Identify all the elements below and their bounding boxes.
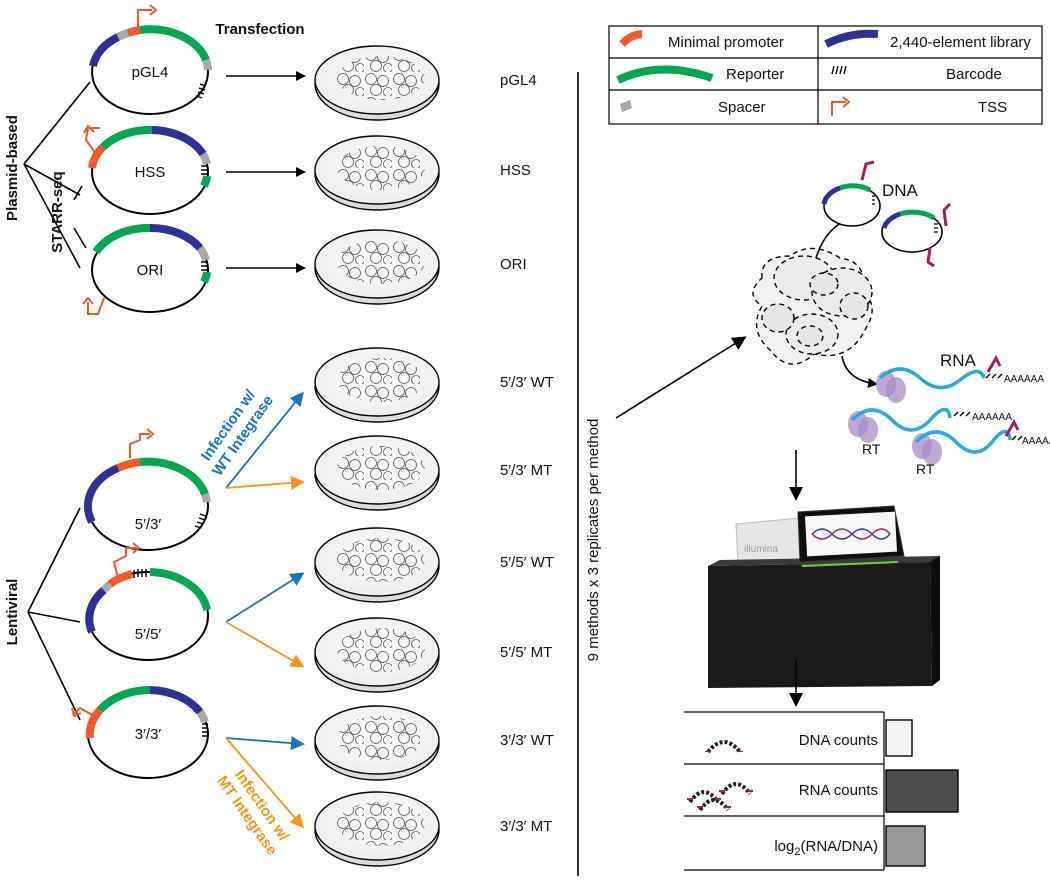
- sequencer-brand: illumina: [744, 544, 778, 555]
- mt-infection-arrow: [225, 737, 304, 829]
- rt-label: RT: [916, 461, 935, 477]
- dish-label: 5′/3′ MT: [500, 462, 552, 479]
- culture-dish: [314, 617, 440, 693]
- sequencer: illumina: [708, 505, 940, 688]
- barcode-swatch: [831, 65, 847, 75]
- rna-count-bar: [885, 769, 959, 813]
- mt-integrase-label: Infection w/ MT Integrase: [213, 767, 292, 859]
- plasmid-based-label: Plasmid-based: [4, 115, 21, 221]
- construct-label: 5′/5′: [135, 626, 162, 643]
- culture-dish: [314, 347, 440, 423]
- construct-ori: ORI: [82, 223, 211, 315]
- reporter-swatch: [616, 65, 714, 84]
- lentiviral-group-bracket: [27, 507, 81, 721]
- rna-transcripts: RNA AAAAAA AAAAAA RT AAAAAA RT: [848, 351, 1050, 477]
- construct-pgl4: pGL4: [89, 4, 212, 115]
- mt-infection-arrow: [225, 621, 305, 668]
- dna-count-bar: [885, 719, 913, 757]
- legend: Minimal promoter 2,440-element library R…: [608, 25, 1043, 125]
- culture-dish: [314, 527, 440, 603]
- culture-dish: [314, 229, 440, 305]
- counts-panel: DNA counts RNA counts log2(RNA/DNA): [684, 711, 959, 871]
- cell-cluster: [752, 247, 873, 365]
- construct-label: ORI: [137, 262, 164, 279]
- wt-integrase-label: Infection w/ WT Integrase: [198, 386, 277, 479]
- rna-label: RNA: [940, 351, 977, 370]
- transfection-label: Transfection: [215, 21, 304, 38]
- dna-plasmids: DNA: [821, 160, 952, 268]
- culture-dish: [314, 705, 440, 781]
- mt-infection-arrow: [225, 475, 305, 490]
- legend-spacer: Spacer: [718, 99, 766, 116]
- culture-dish: [314, 135, 440, 211]
- construct-label: 5′/3′: [135, 516, 162, 533]
- ratio-label: log2(RNA/DNA): [774, 838, 878, 858]
- wt-infection-arrow: [225, 391, 304, 489]
- spacer-swatch: [620, 100, 632, 112]
- culture-dish: [314, 45, 440, 121]
- dish-label: 5′/5′ MT: [500, 644, 552, 661]
- legend-tss: TSS: [978, 99, 1007, 116]
- ratio-bar: [885, 825, 926, 867]
- svg-text:AAAAAA: AAAAAA: [972, 412, 1012, 423]
- plasmid-group-bracket: [23, 81, 91, 269]
- promoter-swatch: [619, 30, 643, 47]
- construct-label: 3′/3′: [135, 726, 162, 743]
- culture-dish: [314, 791, 440, 867]
- construct-label: pGL4: [132, 64, 169, 81]
- svg-text:AAAAAA: AAAAAA: [1022, 436, 1050, 447]
- replicates-label: 9 methods x 3 replicates per method: [585, 419, 602, 662]
- dish-label: 5′/5′ WT: [500, 554, 554, 571]
- wt-infection-arrow: [225, 572, 305, 623]
- dish-label: 3′/3′ MT: [500, 818, 552, 835]
- rna-counts-label: RNA counts: [799, 782, 878, 799]
- to-rna-arrow: [841, 355, 878, 388]
- legend-reporter: Reporter: [726, 66, 784, 83]
- legend-barcode: Barcode: [946, 66, 1002, 83]
- tss-swatch: [831, 101, 846, 116]
- wt-infection-arrow: [225, 736, 305, 751]
- lentiviral-label: Lentiviral: [4, 579, 21, 646]
- construct-5-3: 5′/3′: [83, 428, 211, 551]
- dish-label: ORI: [500, 256, 527, 273]
- dna-label: DNA: [882, 181, 919, 200]
- svg-text:AAAAAA: AAAAAA: [1004, 374, 1044, 385]
- rt-label: RT: [862, 441, 881, 457]
- dish-label: 3′/3′ WT: [500, 732, 554, 749]
- construct-5-5: 5′/5′: [85, 542, 211, 661]
- starr-seq-label: STARR-seq: [49, 171, 66, 252]
- dish-label: 5′/3′ WT: [500, 374, 554, 391]
- dna-counts-label: DNA counts: [799, 732, 878, 749]
- dish-label: pGL4: [500, 72, 537, 89]
- construct-hss: HSS: [83, 124, 211, 215]
- construct-label: HSS: [135, 164, 166, 181]
- culture-dish: [314, 435, 440, 511]
- construct-3-3: 3′/3′: [71, 686, 209, 779]
- legend-library: 2,440-element library: [890, 34, 1031, 51]
- library-swatch: [824, 29, 879, 48]
- to-cells-arrow: [615, 336, 747, 419]
- legend-minimal-promoter: Minimal promoter: [668, 34, 784, 51]
- dish-label: HSS: [500, 162, 531, 179]
